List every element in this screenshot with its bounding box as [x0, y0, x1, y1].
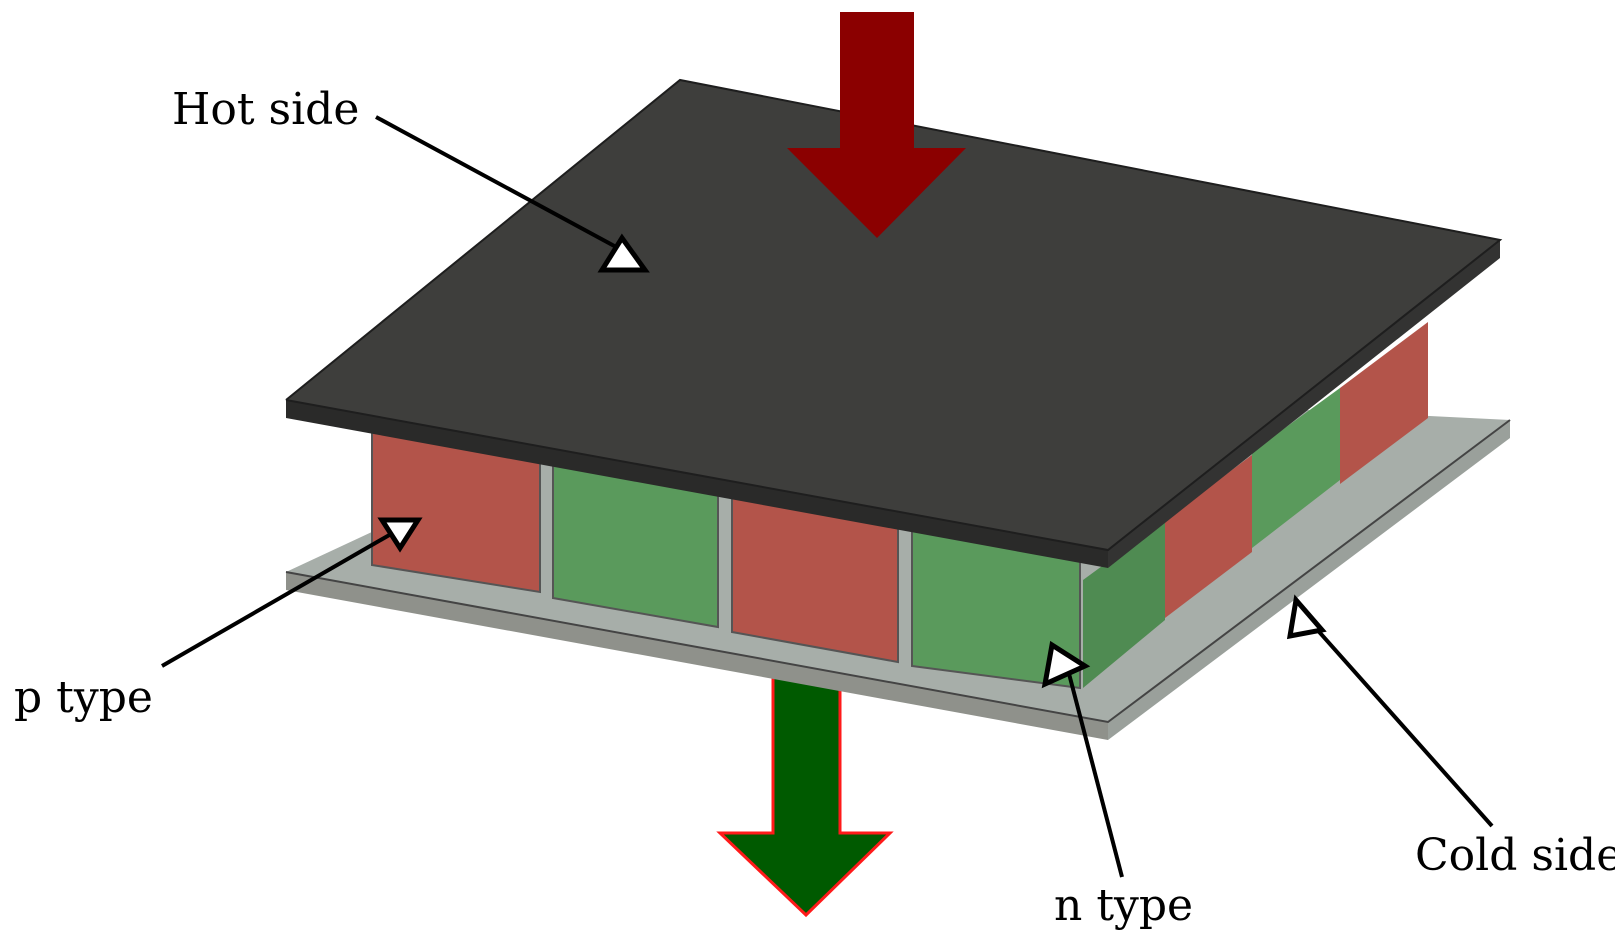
n-type-leader	[1065, 665, 1124, 878]
cold-side-label: Cold side	[1415, 830, 1615, 881]
p-type-label: p type	[14, 672, 153, 723]
cold-side-pointer	[1286, 594, 1327, 640]
p-type-pointer	[377, 517, 423, 553]
hot-side-pointer	[597, 233, 650, 273]
p-type-leader	[161, 528, 399, 668]
heat-out-arrow	[716, 663, 894, 918]
hot-side-plate	[285, 78, 1503, 568]
front-legs	[371, 428, 1081, 690]
n-type-label: n type	[1054, 880, 1193, 931]
hot-side-label: Hot side	[172, 84, 359, 135]
pointer-triangles	[377, 233, 1327, 689]
n-type-pointer	[1041, 640, 1091, 689]
cold-side-leader	[1303, 614, 1494, 828]
heat-in-arrow	[787, 12, 966, 238]
back-legs	[1083, 322, 1428, 688]
leader-lines	[161, 115, 1494, 878]
hot-side-leader	[375, 115, 619, 250]
